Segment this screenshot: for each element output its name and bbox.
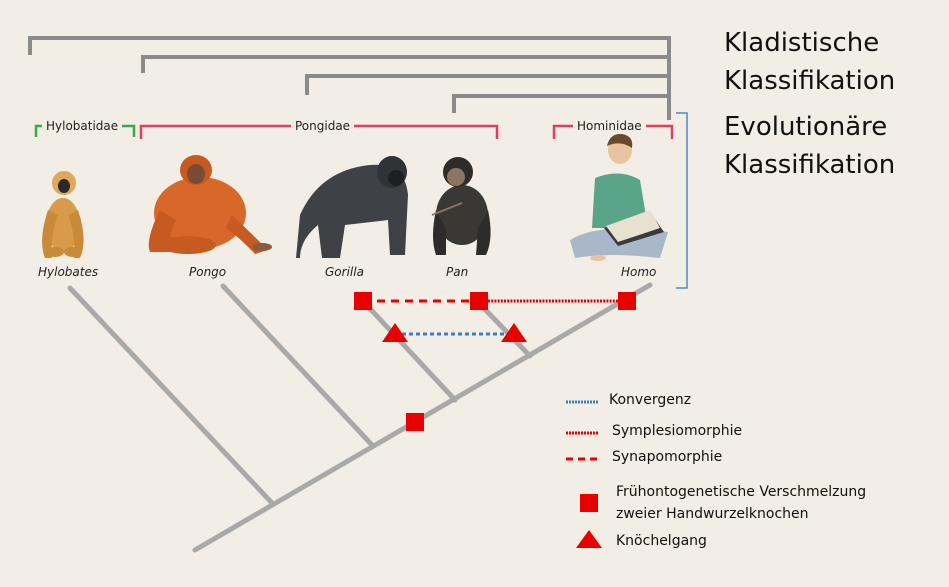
- taxon-label-pongo: Pongo: [189, 265, 227, 279]
- group-label-hylobatidae: Hylobatidae: [42, 118, 123, 134]
- phylogenetic-tree: [67, 282, 653, 553]
- knuckle-marker-pan: [501, 323, 527, 342]
- cladistic-bracket-great-apes: [141, 55, 669, 73]
- chimpanzee-illustration: [431, 157, 491, 255]
- group-label-hominidae: Hominidae: [573, 118, 646, 134]
- legend-fusion-label-line1: Frühontogenetische Verschmelzung: [616, 484, 867, 500]
- knuckle-marker-gorilla: [382, 323, 408, 342]
- fusion-marker-pan: [470, 292, 488, 310]
- cladistic-title-line2: Klassifikation: [724, 66, 896, 96]
- human-illustration: [570, 133, 668, 261]
- legend-knuckle-walking-label: Knöchelgang: [616, 533, 707, 549]
- legend-symplesiomorphy-label: Symplesiomorphie: [612, 423, 743, 439]
- legend-synapomorphy-label: Synapomorphie: [612, 449, 723, 465]
- cladistic-title-line1: Kladistische: [724, 28, 880, 58]
- evolutionary-title-line1: Evolutionäre: [724, 112, 888, 142]
- markers: [354, 292, 636, 431]
- taxon-label-homo: Homo: [621, 265, 657, 279]
- legend-fusion-label-line2: zweier Handwurzelknochen: [616, 506, 809, 522]
- orangutan-illustration: [148, 155, 272, 254]
- fusion-marker-homo: [618, 292, 636, 310]
- group-label-pongidae: Pongidae: [291, 118, 355, 134]
- cladistic-brackets: [28, 36, 671, 120]
- gorilla-illustration: [296, 156, 408, 258]
- cladistic-bracket-all: [28, 36, 671, 120]
- legend-convergence-label: Konvergenz: [609, 392, 692, 408]
- cladistic-bracket-pan-homo: [452, 94, 669, 113]
- fusion-marker-root: [406, 413, 424, 431]
- legend-fusion-marker: [580, 494, 598, 512]
- gibbon-illustration: [42, 171, 84, 258]
- legend-knuckle-marker: [576, 530, 602, 548]
- cladistic-bracket-african-apes: [305, 74, 669, 95]
- evolutionary-bracket: [676, 112, 688, 289]
- taxon-label-gorilla: Gorilla: [325, 265, 364, 279]
- taxon-label-hylobates: Hylobates: [38, 265, 99, 279]
- branch-gorilla: [359, 297, 458, 403]
- branch-hylobates: [67, 285, 275, 506]
- branch-pongo: [220, 283, 375, 448]
- evolutionary-title-line2: Klassifikation: [724, 150, 896, 180]
- taxon-label-pan: Pan: [446, 265, 469, 279]
- fusion-marker-gorilla: [354, 292, 372, 310]
